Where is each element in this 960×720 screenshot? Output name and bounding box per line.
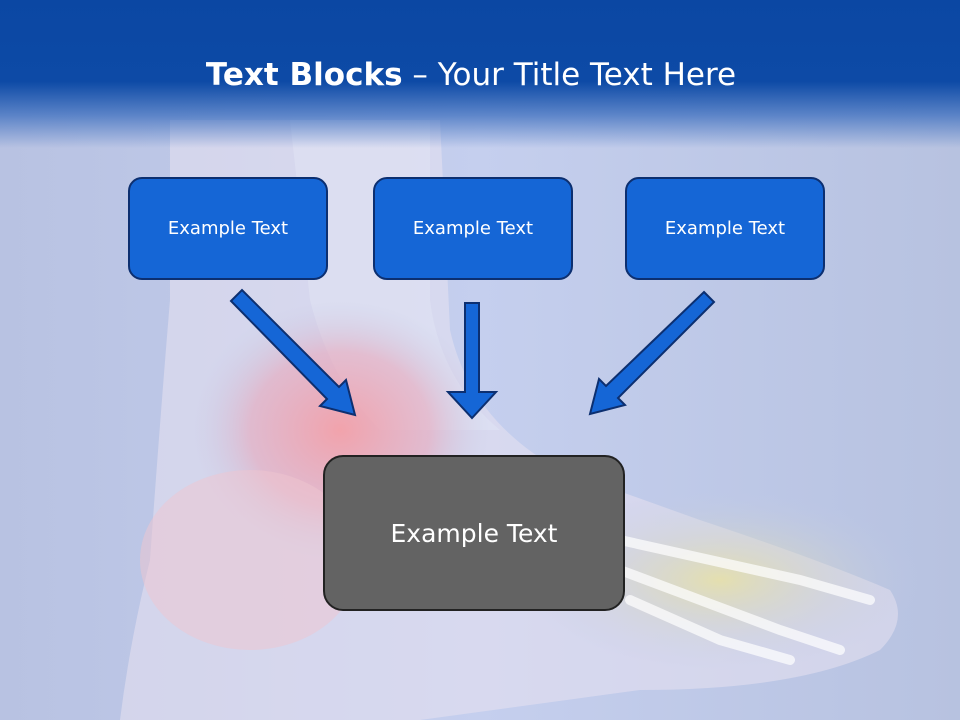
arrow-down-left: [588, 290, 716, 416]
text-block-label: Example Text: [664, 218, 786, 239]
slide-title-bold: Text Blocks: [205, 57, 403, 93]
slide-title: Text Blocks – Your Title Text Here: [0, 54, 942, 96]
text-block-left[interactable]: Example Text: [128, 177, 328, 280]
text-block-right[interactable]: Example Text: [625, 177, 825, 280]
arrow-down-right: [229, 288, 357, 417]
text-block-label: Example Text: [412, 218, 534, 239]
arrow-down: [445, 302, 499, 420]
target-text-label: Example Text: [390, 518, 558, 548]
slide-title-rest: – Your Title Text Here: [402, 57, 737, 93]
text-block-label: Example Text: [167, 218, 289, 239]
text-block-center[interactable]: Example Text: [373, 177, 573, 280]
target-text-block[interactable]: Example Text: [323, 455, 625, 611]
title-banner: [0, 0, 960, 148]
